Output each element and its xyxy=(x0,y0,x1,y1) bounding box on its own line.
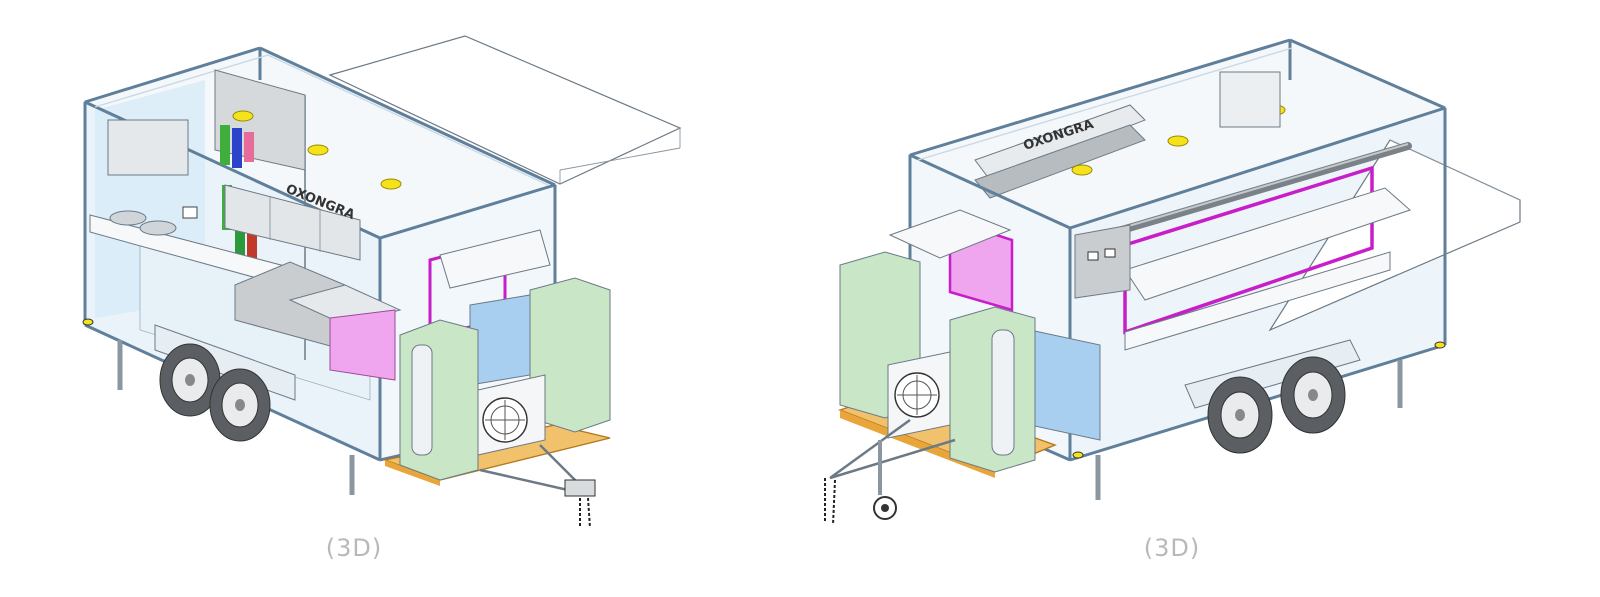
roof-light xyxy=(1071,164,1093,176)
view-caption: (3D) xyxy=(325,534,383,562)
sink-basin xyxy=(109,210,147,226)
trailer-view-right: OXONGRA xyxy=(800,0,1600,597)
trailer-drawing-left: OXONGRA xyxy=(82,35,682,529)
view-caption: (3D) xyxy=(1143,534,1201,562)
trailer-drawing-right: OXONGRA xyxy=(824,38,1521,526)
trailer-view-left: OXONGRA xyxy=(82,35,682,562)
service-window-frame xyxy=(1123,165,1374,335)
roof-light xyxy=(232,110,254,122)
awning-roller xyxy=(1111,142,1412,236)
tow-bar xyxy=(829,438,956,480)
